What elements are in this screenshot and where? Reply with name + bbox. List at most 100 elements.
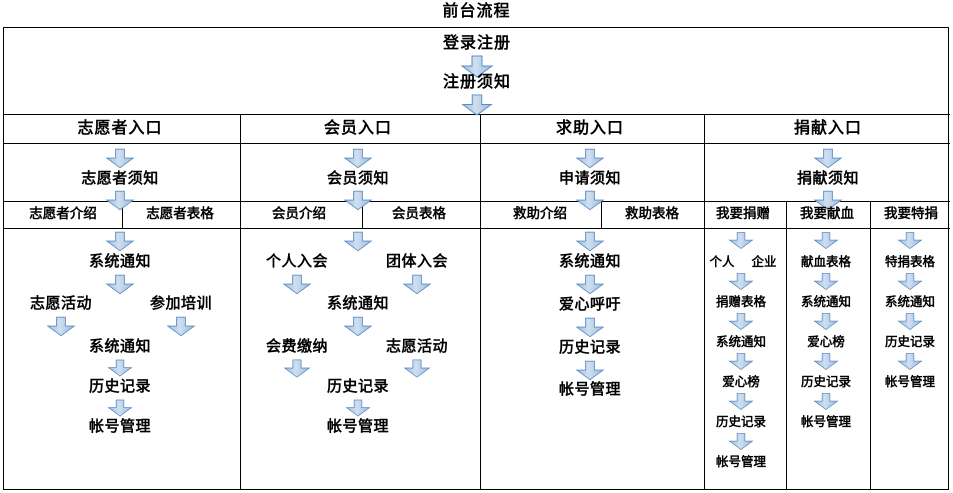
down-block-arrow-icon xyxy=(460,94,494,116)
node-d-gift-love-board[interactable]: 爱心榜 xyxy=(722,374,760,389)
down-block-arrow-icon xyxy=(897,231,923,250)
node-d-special-system-notice[interactable]: 系统通知 xyxy=(884,294,936,309)
down-block-arrow-icon xyxy=(107,399,133,417)
down-block-arrow-icon xyxy=(575,317,605,338)
node-h-love-appeal[interactable]: 爱心呼吁 xyxy=(558,295,622,313)
down-block-arrow-icon xyxy=(897,312,923,331)
subheader-member-form[interactable]: 会员表格 xyxy=(392,206,446,222)
down-block-arrow-icon xyxy=(46,316,76,337)
rule-before-subheader xyxy=(4,201,950,202)
node-m-fee-payment[interactable]: 会费缴纳 xyxy=(265,337,329,355)
node-h-system-notice[interactable]: 系统通知 xyxy=(558,252,622,270)
node-m-system-notice[interactable]: 系统通知 xyxy=(326,294,390,312)
down-block-arrow-icon xyxy=(813,231,839,250)
node-d-special-history[interactable]: 历史记录 xyxy=(884,334,936,349)
subheader-donate-blood[interactable]: 我要献血 xyxy=(800,206,854,222)
node-m-account[interactable]: 帐号管理 xyxy=(326,417,390,435)
node-register-notice[interactable]: 注册须知 xyxy=(442,72,512,91)
down-block-arrow-icon xyxy=(575,190,605,211)
down-block-arrow-icon xyxy=(728,432,754,451)
down-block-arrow-icon xyxy=(402,274,432,295)
node-d-blood-system-notice[interactable]: 系统通知 xyxy=(800,294,852,309)
node-v-activity[interactable]: 志愿活动 xyxy=(29,294,93,312)
down-block-arrow-icon xyxy=(283,359,311,378)
divider-col-1-2 xyxy=(240,114,241,489)
down-block-arrow-icon xyxy=(343,190,373,211)
down-block-arrow-icon xyxy=(728,272,754,291)
divider-sub-volunteer xyxy=(122,201,123,228)
subheader-donate-special[interactable]: 我要特捐 xyxy=(884,206,938,222)
entry-header-help[interactable]: 求助入口 xyxy=(555,118,625,137)
down-block-arrow-icon xyxy=(813,312,839,331)
node-help-notice[interactable]: 申请须知 xyxy=(558,169,622,187)
rule-after-entry-row xyxy=(4,143,950,144)
down-block-arrow-icon xyxy=(728,352,754,371)
node-d-gift-history[interactable]: 历史记录 xyxy=(715,414,767,429)
subheader-volunteer-form[interactable]: 志愿者表格 xyxy=(146,206,214,222)
node-d-gift-enterprise[interactable]: 企业 xyxy=(751,254,777,269)
node-v-account[interactable]: 帐号管理 xyxy=(88,417,152,435)
down-block-arrow-icon xyxy=(575,148,605,169)
subheader-help-form[interactable]: 救助表格 xyxy=(625,206,679,222)
down-block-arrow-icon xyxy=(403,359,431,378)
down-block-arrow-icon xyxy=(105,148,135,169)
node-d-gift-system-notice[interactable]: 系统通知 xyxy=(715,334,767,349)
entry-header-volunteer[interactable]: 志愿者入口 xyxy=(77,118,163,137)
down-block-arrow-icon xyxy=(345,399,371,417)
node-m-activity[interactable]: 志愿活动 xyxy=(385,337,449,355)
down-block-arrow-icon xyxy=(813,272,839,291)
diagram-frame xyxy=(3,27,950,490)
down-block-arrow-icon xyxy=(813,352,839,371)
divider-col-3-4 xyxy=(704,114,705,489)
down-block-arrow-icon xyxy=(575,274,605,295)
down-block-arrow-icon xyxy=(343,148,373,169)
subheader-help-intro[interactable]: 救助介绍 xyxy=(513,206,567,222)
node-d-gift-form[interactable]: 捐赠表格 xyxy=(715,294,767,309)
node-m-history[interactable]: 历史记录 xyxy=(326,377,390,395)
node-login-register[interactable]: 登录注册 xyxy=(442,33,512,52)
node-d-blood-account[interactable]: 帐号管理 xyxy=(800,414,852,429)
node-d-special-form[interactable]: 特捐表格 xyxy=(884,254,936,269)
node-d-special-account[interactable]: 帐号管理 xyxy=(884,374,936,389)
down-block-arrow-icon xyxy=(897,272,923,291)
divider-sub-donate-1 xyxy=(786,201,787,489)
subheader-volunteer-intro[interactable]: 志愿者介绍 xyxy=(29,206,97,222)
node-d-blood-history[interactable]: 历史记录 xyxy=(800,374,852,389)
node-member-notice[interactable]: 会员须知 xyxy=(326,169,390,187)
down-block-arrow-icon xyxy=(343,316,373,337)
subheader-donate-gift[interactable]: 我要捐赠 xyxy=(716,206,770,222)
down-block-arrow-icon xyxy=(728,392,754,411)
node-d-blood-love-board[interactable]: 爱心榜 xyxy=(807,334,845,349)
subheader-member-intro[interactable]: 会员介绍 xyxy=(272,206,326,222)
down-block-arrow-icon xyxy=(813,392,839,411)
node-h-history[interactable]: 历史记录 xyxy=(558,338,622,356)
entry-header-member[interactable]: 会员入口 xyxy=(323,118,393,137)
down-block-arrow-icon xyxy=(282,274,312,295)
divider-sub-help xyxy=(601,201,602,228)
node-h-account[interactable]: 帐号管理 xyxy=(558,380,622,398)
down-block-arrow-icon xyxy=(813,148,843,169)
divider-col-2-3 xyxy=(480,114,481,489)
node-d-gift-account[interactable]: 帐号管理 xyxy=(715,454,767,469)
node-v-system-notice-2[interactable]: 系统通知 xyxy=(88,337,152,355)
entry-header-donate[interactable]: 捐献入口 xyxy=(793,118,863,137)
down-block-arrow-icon xyxy=(460,55,494,78)
node-d-blood-form[interactable]: 献血表格 xyxy=(800,254,852,269)
down-block-arrow-icon xyxy=(105,190,135,211)
down-block-arrow-icon xyxy=(813,190,843,211)
node-donate-notice[interactable]: 捐献须知 xyxy=(796,169,860,187)
down-block-arrow-icon xyxy=(575,231,605,252)
page-title: 前台流程 xyxy=(442,1,511,20)
node-m-group-join[interactable]: 团体入会 xyxy=(385,252,449,270)
node-v-system-notice-1[interactable]: 系统通知 xyxy=(88,252,152,270)
rule-after-subheader xyxy=(4,228,950,229)
node-v-history[interactable]: 历史记录 xyxy=(88,377,152,395)
divider-sub-member xyxy=(362,201,363,228)
divider-sub-donate-2 xyxy=(870,201,871,489)
node-v-training[interactable]: 参加培训 xyxy=(149,294,213,312)
node-m-personal-join[interactable]: 个人入会 xyxy=(265,252,329,270)
down-block-arrow-icon xyxy=(575,360,605,381)
node-volunteer-notice[interactable]: 志愿者须知 xyxy=(81,169,159,187)
node-d-gift-personal[interactable]: 个人 xyxy=(709,254,735,269)
